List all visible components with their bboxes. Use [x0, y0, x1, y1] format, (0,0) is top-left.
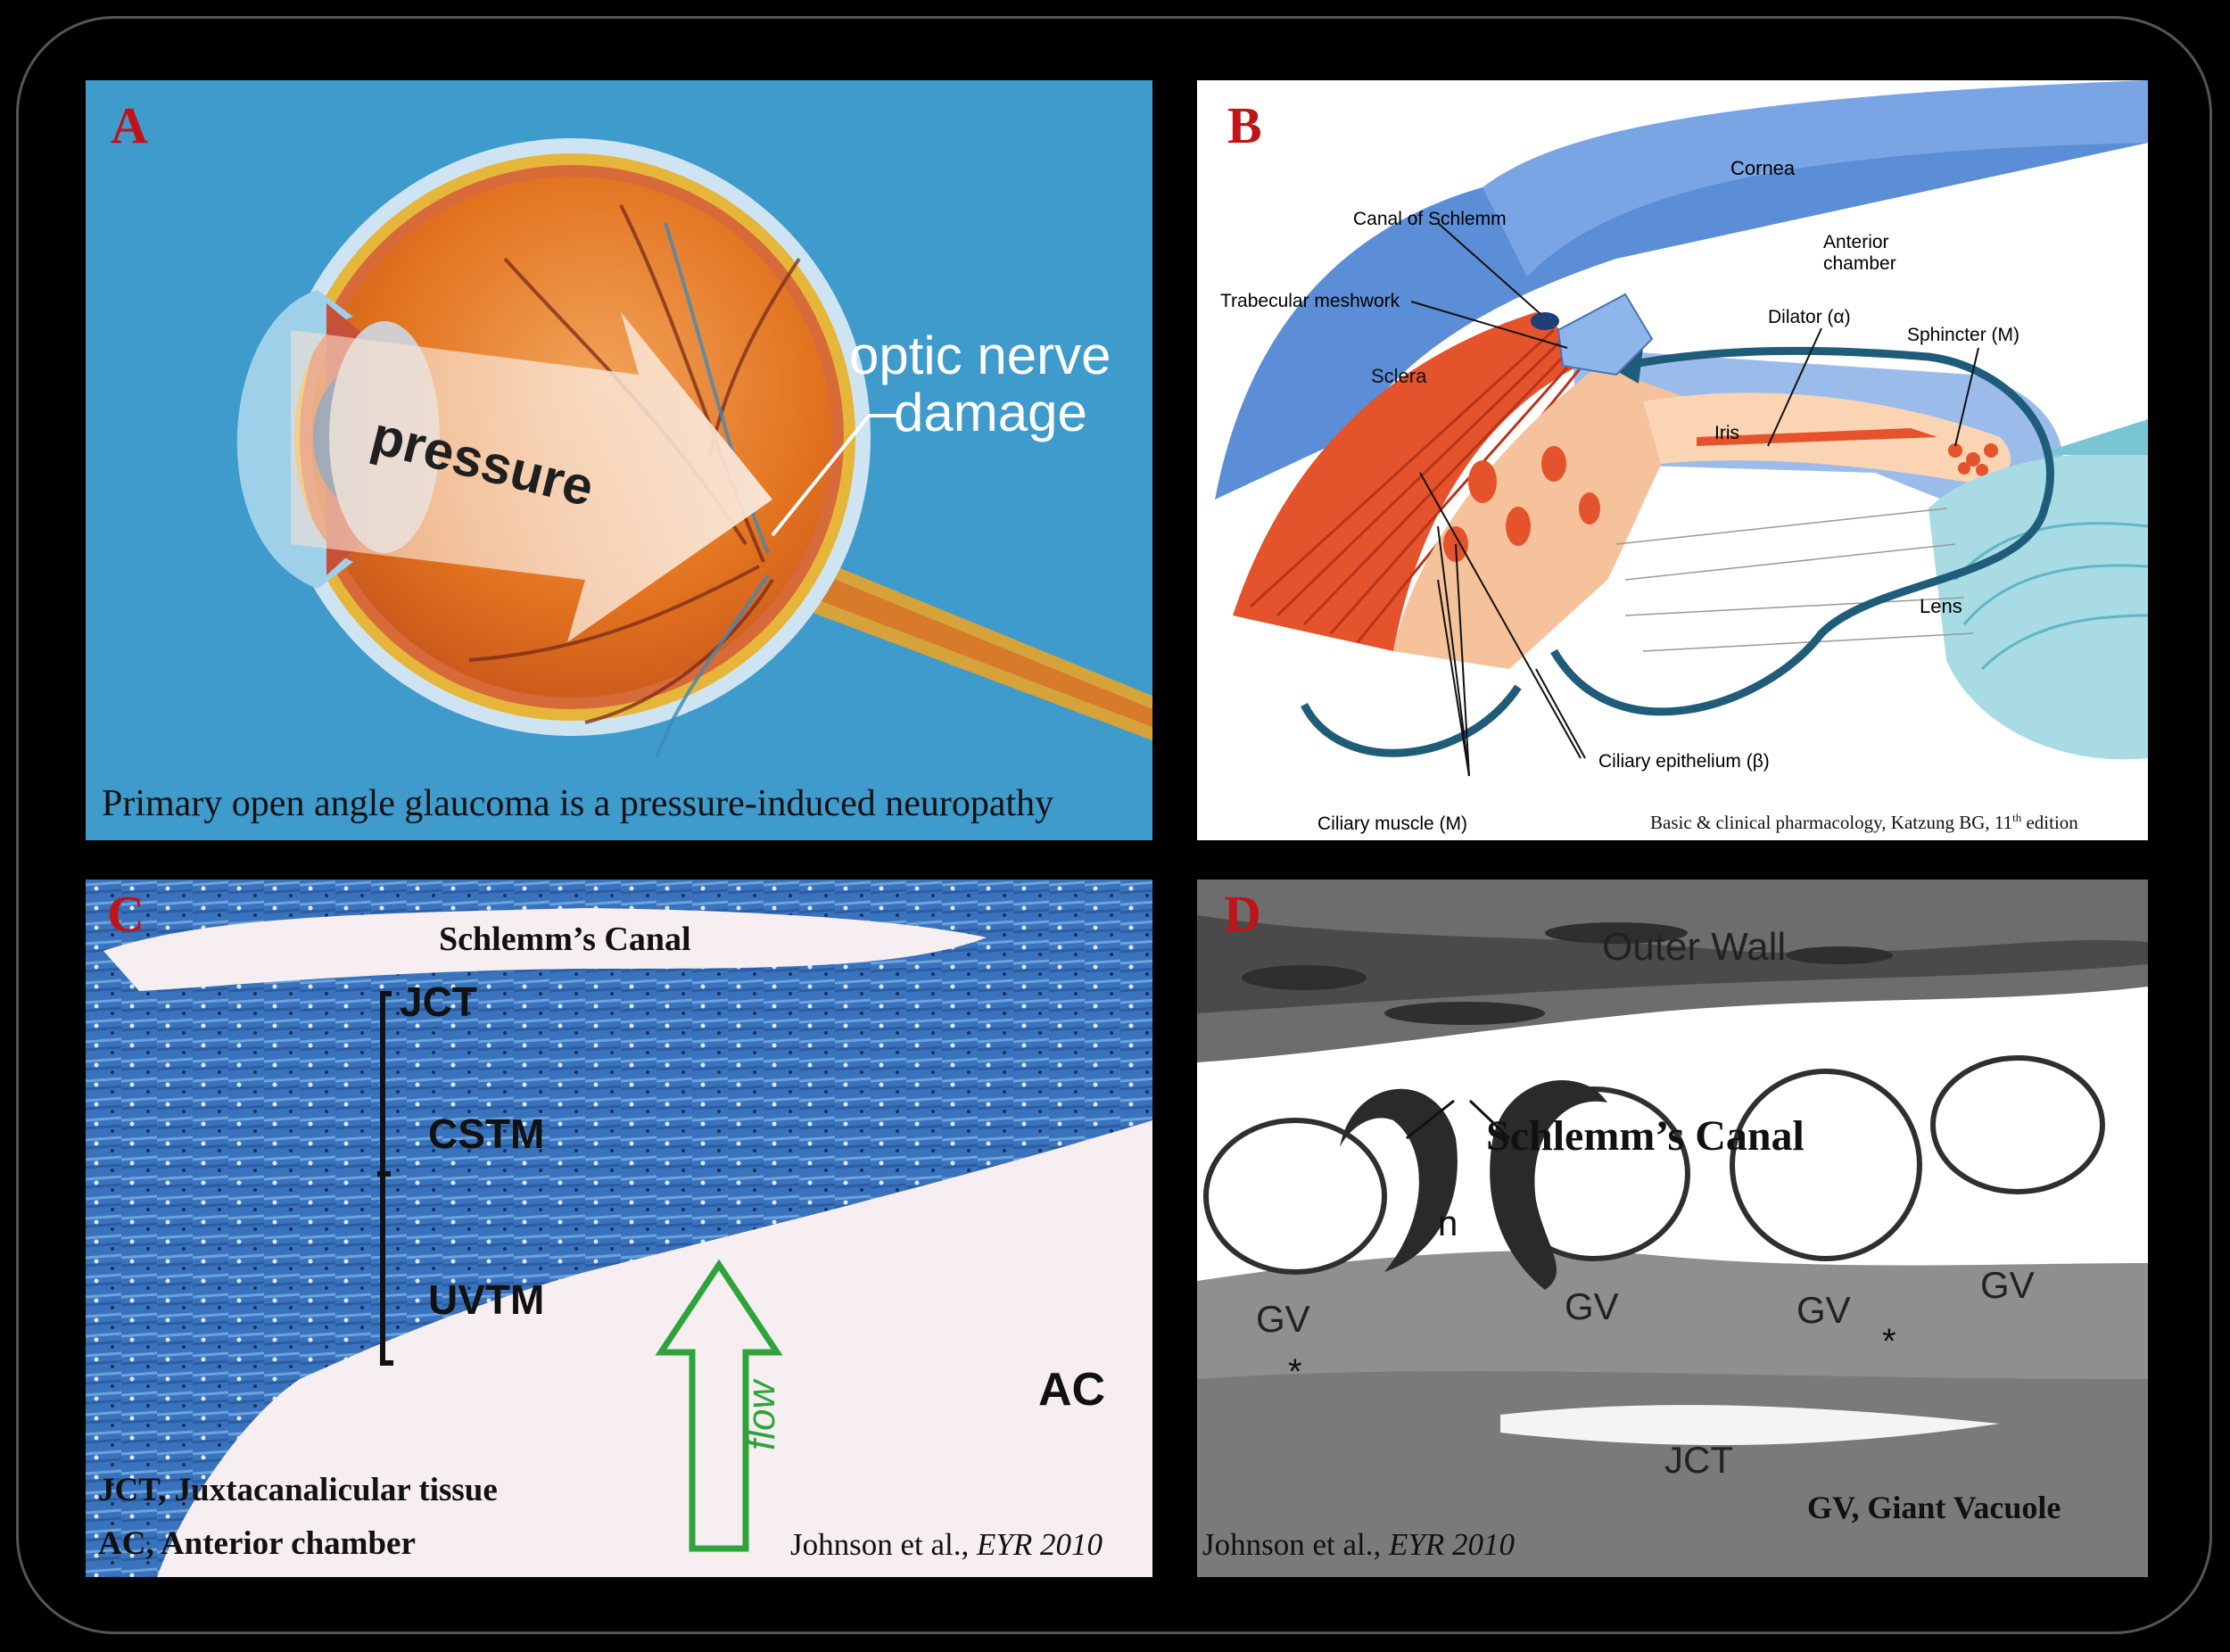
label-ciliary-muscle: Ciliary muscle (M) — [1317, 814, 1467, 834]
panel-b-citation-end: edition — [2021, 812, 2078, 833]
label-jct-d: JCT — [1664, 1439, 1733, 1481]
label-dilator: Dilator (α) — [1768, 307, 1851, 327]
panel-a-letter: A — [111, 96, 148, 154]
label-outer-wall: Outer Wall — [1602, 925, 1787, 969]
panel-c-letter: C — [107, 885, 145, 943]
label-cornea: Cornea — [1730, 157, 1796, 179]
panel-d-letter: D — [1224, 885, 1261, 943]
optic-nerve-label-line1: optic nerve — [849, 326, 1111, 385]
panel-d-citation-journal: EYR 2010 — [1389, 1527, 1515, 1562]
asterisk-2: * — [1882, 1322, 1896, 1361]
panel-c-citation: Johnson et al., EYR 2010 — [790, 1529, 1103, 1560]
optic-nerve-label-line2: damage — [894, 383, 1087, 442]
electron-micrograph-image — [1197, 880, 2148, 1577]
label-canal-of-schlemm: Canal of Schlemm — [1353, 209, 1507, 229]
label-anterior-chamber-line2: chamber — [1823, 253, 1896, 274]
panel-a: A pressure optic nerve damage Primary op… — [86, 80, 1152, 840]
label-gv-4: GV — [1980, 1264, 2035, 1306]
panel-a-caption: Primary open angle glaucoma is a pressur… — [102, 783, 1054, 824]
panel-b: B Cornea Canal of Schlemm Anterior chamb… — [1197, 80, 2148, 840]
eye-cross-section-illustration — [236, 138, 1152, 759]
panel-c-legend-ac: AC, Anterior chamber — [98, 1525, 416, 1562]
label-cstm: CSTM — [428, 1111, 545, 1157]
panel-c-citation-journal: EYR 2010 — [977, 1527, 1103, 1562]
label-gv-2: GV — [1565, 1285, 1619, 1327]
panel-d-legend-gv: GV, Giant Vacuole — [1807, 1490, 2061, 1525]
panel-c: C Schlemm’s Canal JCT CSTM UVTM AC flow … — [86, 880, 1152, 1577]
panel-d-citation-author: Johnson et al., — [1202, 1527, 1390, 1562]
label-iris: Iris — [1714, 423, 1739, 443]
panel-b-citation-sup: th — [2012, 811, 2022, 824]
panel-d-citation: Johnson et al., EYR 2010 — [1202, 1529, 1515, 1560]
trabecular-histology-image — [86, 880, 1152, 1577]
panel-b-letter: B — [1227, 96, 1262, 154]
panel-d: D Outer Wall Schlemm’s Canal n GV GV GV … — [1197, 880, 2148, 1577]
label-uvtm: UVTM — [428, 1276, 545, 1323]
label-ciliary-epithelium: Ciliary epithelium (β) — [1598, 751, 1770, 772]
label-nucleus: n — [1438, 1204, 1458, 1243]
panel-d-canal-label: Schlemm’s Canal — [1486, 1112, 1805, 1160]
label-sphincter: Sphincter (M) — [1907, 325, 2020, 345]
label-lens: Lens — [1920, 595, 1962, 617]
panel-c-legend-jct: JCT, Juxtacanalicular tissue — [98, 1472, 498, 1508]
panel-c-canal-label: Schlemm’s Canal — [439, 921, 691, 958]
label-gv-3: GV — [1796, 1289, 1851, 1331]
label-gv-1: GV — [1256, 1298, 1310, 1340]
panel-c-citation-author: Johnson et al., — [790, 1527, 978, 1562]
anterior-segment-diagram — [1215, 80, 2148, 777]
label-anterior-chamber-line1: Anterior — [1823, 232, 1889, 252]
label-ac: AC — [1038, 1364, 1106, 1416]
label-sclera: Sclera — [1371, 365, 1427, 387]
label-trabecular-meshwork: Trabecular meshwork — [1220, 291, 1400, 311]
panel-b-citation-main: Basic & clinical pharmacology, Katzung B… — [1650, 812, 2013, 833]
label-jct: JCT — [400, 979, 477, 1025]
flow-label: flow — [739, 1380, 783, 1450]
asterisk-1: * — [1288, 1352, 1302, 1392]
outer-frame — [16, 16, 2212, 1634]
panel-b-citation: Basic & clinical pharmacology, Katzung B… — [1650, 812, 2078, 832]
